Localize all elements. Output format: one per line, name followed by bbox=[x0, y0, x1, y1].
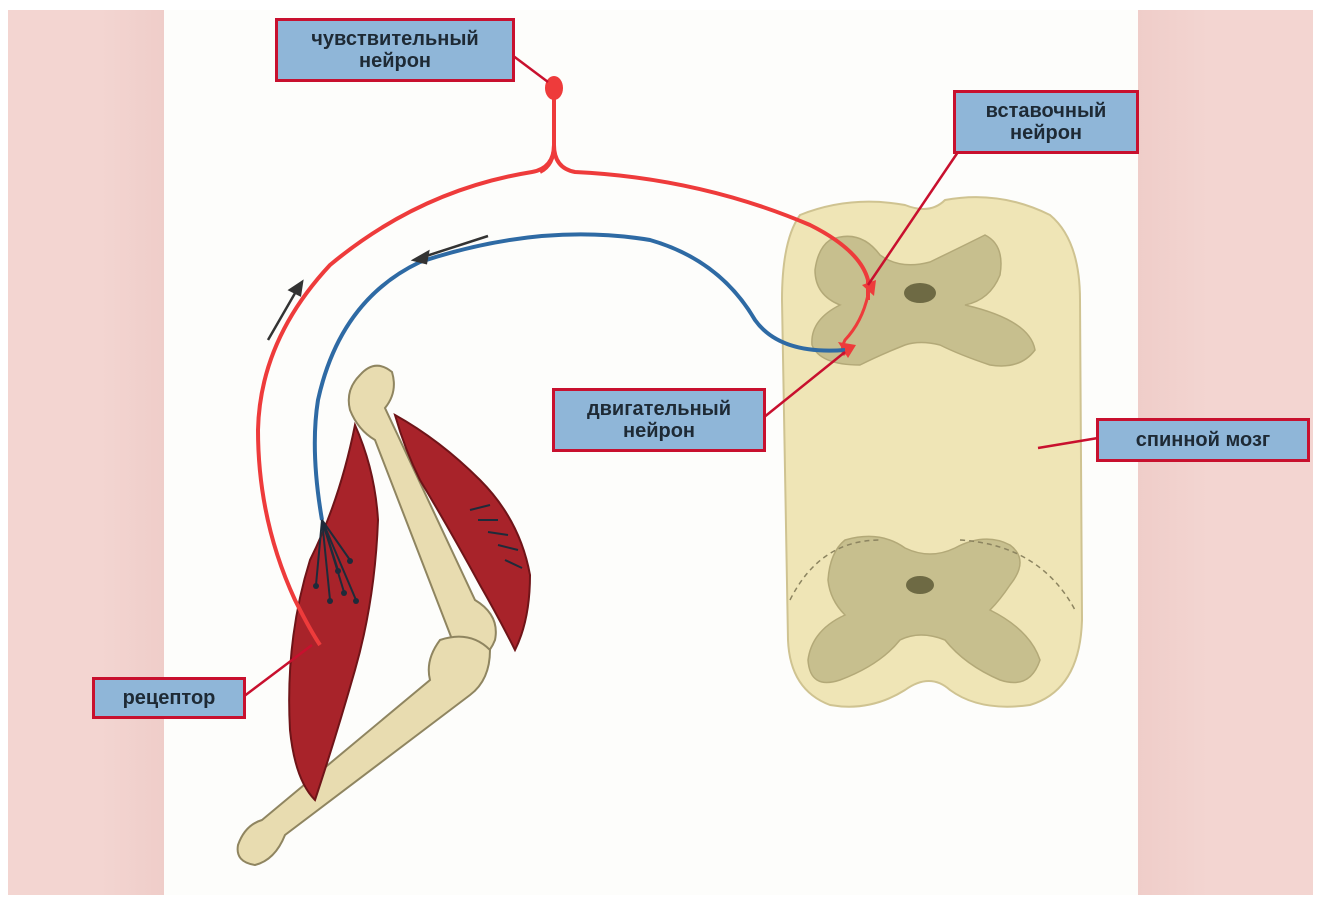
arrow-left-head-icon bbox=[414, 252, 428, 263]
receptor-label: рецептор bbox=[92, 677, 246, 719]
spinal-cord-central-canal-upper bbox=[904, 283, 936, 303]
sensory-neuron-cell-body bbox=[545, 76, 563, 100]
arrow-up-head-icon bbox=[290, 282, 302, 295]
forearm-bone bbox=[238, 637, 490, 865]
pointer-sensory bbox=[512, 55, 548, 82]
spinal-cord-central-canal-lower bbox=[906, 576, 934, 594]
spinal-cord-label: спинной мозг bbox=[1096, 418, 1310, 462]
motor-neuron-label: двигательный нейрон bbox=[552, 388, 766, 452]
sensory-neuron-label: чувствительный нейрон bbox=[275, 18, 515, 82]
spinal-cord bbox=[782, 197, 1082, 707]
interneuron-label: вставочный нейрон bbox=[953, 90, 1139, 154]
